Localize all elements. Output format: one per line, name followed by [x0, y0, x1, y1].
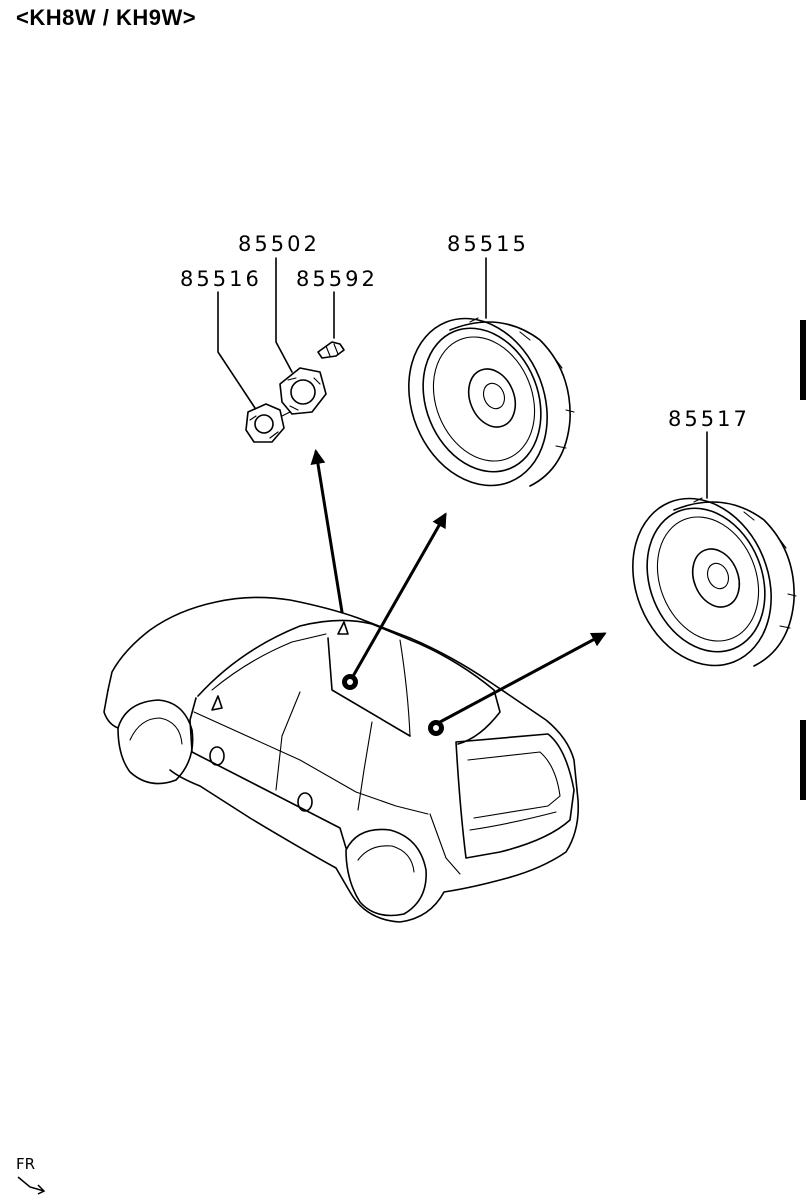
tweeter-assembly: [245, 341, 345, 443]
part-label-85502: 85502: [238, 232, 320, 256]
arrow-to-tweeter: [310, 449, 344, 614]
leader-lines: [217, 257, 708, 499]
part-label-85517: 85517: [668, 407, 750, 431]
edge-tab-mark: [800, 720, 806, 800]
front-arrow-icon: [17, 1176, 46, 1195]
leader-85502: [275, 257, 293, 373]
front-speaker-85515: [408, 317, 575, 487]
arrow-to-front-speaker: [350, 512, 447, 680]
location-arrows: [310, 449, 607, 724]
part-label-85516: 85516: [180, 267, 262, 291]
screw-icon: [317, 341, 345, 359]
front-label: FR: [16, 1155, 36, 1173]
edge-tab-mark: [800, 320, 806, 400]
vehicle-outline: [103, 596, 580, 923]
rear-speaker-85517: [632, 497, 797, 667]
arrow-to-rear-speaker: [438, 632, 607, 724]
part-label-85592: 85592: [296, 267, 378, 291]
front-direction-mark: FR: [16, 1155, 46, 1199]
part-label-85515: 85515: [447, 232, 529, 256]
diagram-title: <KH8W / KH9W>: [16, 5, 197, 30]
leader-85516: [217, 291, 256, 409]
